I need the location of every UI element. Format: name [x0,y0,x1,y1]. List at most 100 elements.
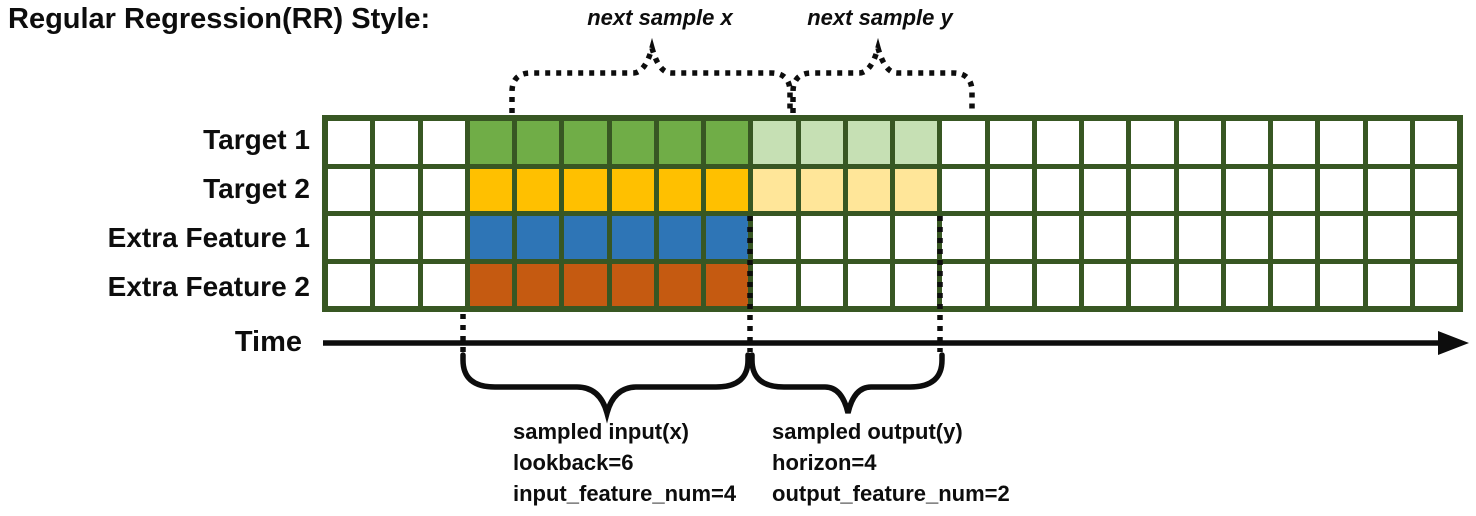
grid-cell [328,263,371,306]
grid-cell [1414,216,1457,259]
grid-cell [375,121,418,164]
grid-cell [1414,263,1457,306]
grid-row [328,216,1457,259]
grid-cell [706,216,749,259]
grid-cell [1084,263,1127,306]
grid-cell [847,121,890,164]
grid-cell [942,263,985,306]
grid-cell [422,168,465,211]
grid-cell [1273,216,1316,259]
grid-cell [328,216,371,259]
grid-cell [706,263,749,306]
next-sample-x-label: next sample x [587,5,733,30]
diagram-title: Regular Regression(RR) Style: [8,3,431,35]
grid-cell [1320,121,1363,164]
grid-cell [1131,168,1174,211]
caption-line: output_feature_num=2 [772,481,1010,506]
grid-cell [1178,168,1221,211]
caption-line: lookback=6 [513,450,634,475]
grid-cell [989,216,1032,259]
grid-cell [611,216,654,259]
grid-cell [611,263,654,306]
grid-cell [1084,121,1127,164]
grid-cell [517,263,560,306]
grid-cell [942,168,985,211]
grid-cell [989,263,1032,306]
grid-cell [375,216,418,259]
grid-cell [328,168,371,211]
grid-cell [1320,263,1363,306]
row-label: Target 1 [203,123,310,155]
grid-cell [517,216,560,259]
grid-cell [1225,263,1268,306]
row-label: Extra Feature 2 [107,271,310,303]
grid-cell [1131,263,1174,306]
grid-cell [895,168,938,211]
grid-cell [1273,263,1316,306]
grid-cell [1131,121,1174,164]
grid-cell [517,121,560,164]
grid-row [328,168,1457,211]
grid-cell [1225,216,1268,259]
grid-cell [1273,121,1316,164]
time-axis-arrowhead [1438,331,1469,355]
grid-cell [469,121,512,164]
grid [322,115,1463,312]
grid-cell [753,168,796,211]
grid-cell [1320,216,1363,259]
grid-cell [1036,168,1079,211]
grid-cell [375,263,418,306]
grid-cell [422,216,465,259]
grid-cell [1131,216,1174,259]
grid-cell [895,216,938,259]
grid-cell [1225,121,1268,164]
grid-cell [469,263,512,306]
grid-cell [611,168,654,211]
sampled-output-brace [749,352,945,414]
grid-cell [658,216,701,259]
grid-cell [1367,216,1410,259]
grid-cell [564,121,607,164]
grid-cell [1367,121,1410,164]
grid-row [328,263,1457,306]
grid-cell [800,121,843,164]
grid-cell [706,168,749,211]
time-axis-label: Time [234,326,302,358]
grid-cell [753,263,796,306]
grid-cell [1414,121,1457,164]
grid-cell [942,216,985,259]
caption-line: sampled input(x) [513,419,690,444]
grid-cell [1178,121,1221,164]
row-label: Extra Feature 1 [107,222,310,254]
grid-cell [1036,121,1079,164]
grid-cell [469,216,512,259]
grid-cell [469,168,512,211]
grid-cell [847,263,890,306]
grid-cell [753,121,796,164]
grid-cell [800,168,843,211]
grid-cell [658,121,701,164]
grid-cell [1036,263,1079,306]
grid-cell [847,216,890,259]
grid-cell [800,216,843,259]
grid-cell [753,216,796,259]
caption-line: horizon=4 [772,450,877,475]
grid-cell [1178,263,1221,306]
grid-cell [1367,168,1410,211]
sampled-output-caption: sampled output(y) horizon=4 output_featu… [772,416,1010,509]
grid-cell [564,168,607,211]
grid-cell [422,121,465,164]
grid-cell [1273,168,1316,211]
grid-cell [517,168,560,211]
grid-cell [1414,168,1457,211]
grid-cell [895,263,938,306]
grid-cell [1178,216,1221,259]
sampled-input-caption: sampled input(x) lookback=6 input_featur… [513,416,736,509]
grid-cell [706,121,749,164]
grid-cell [895,121,938,164]
grid-cell [1320,168,1363,211]
next-sample-x-brace [509,37,793,113]
grid-cell [942,121,985,164]
